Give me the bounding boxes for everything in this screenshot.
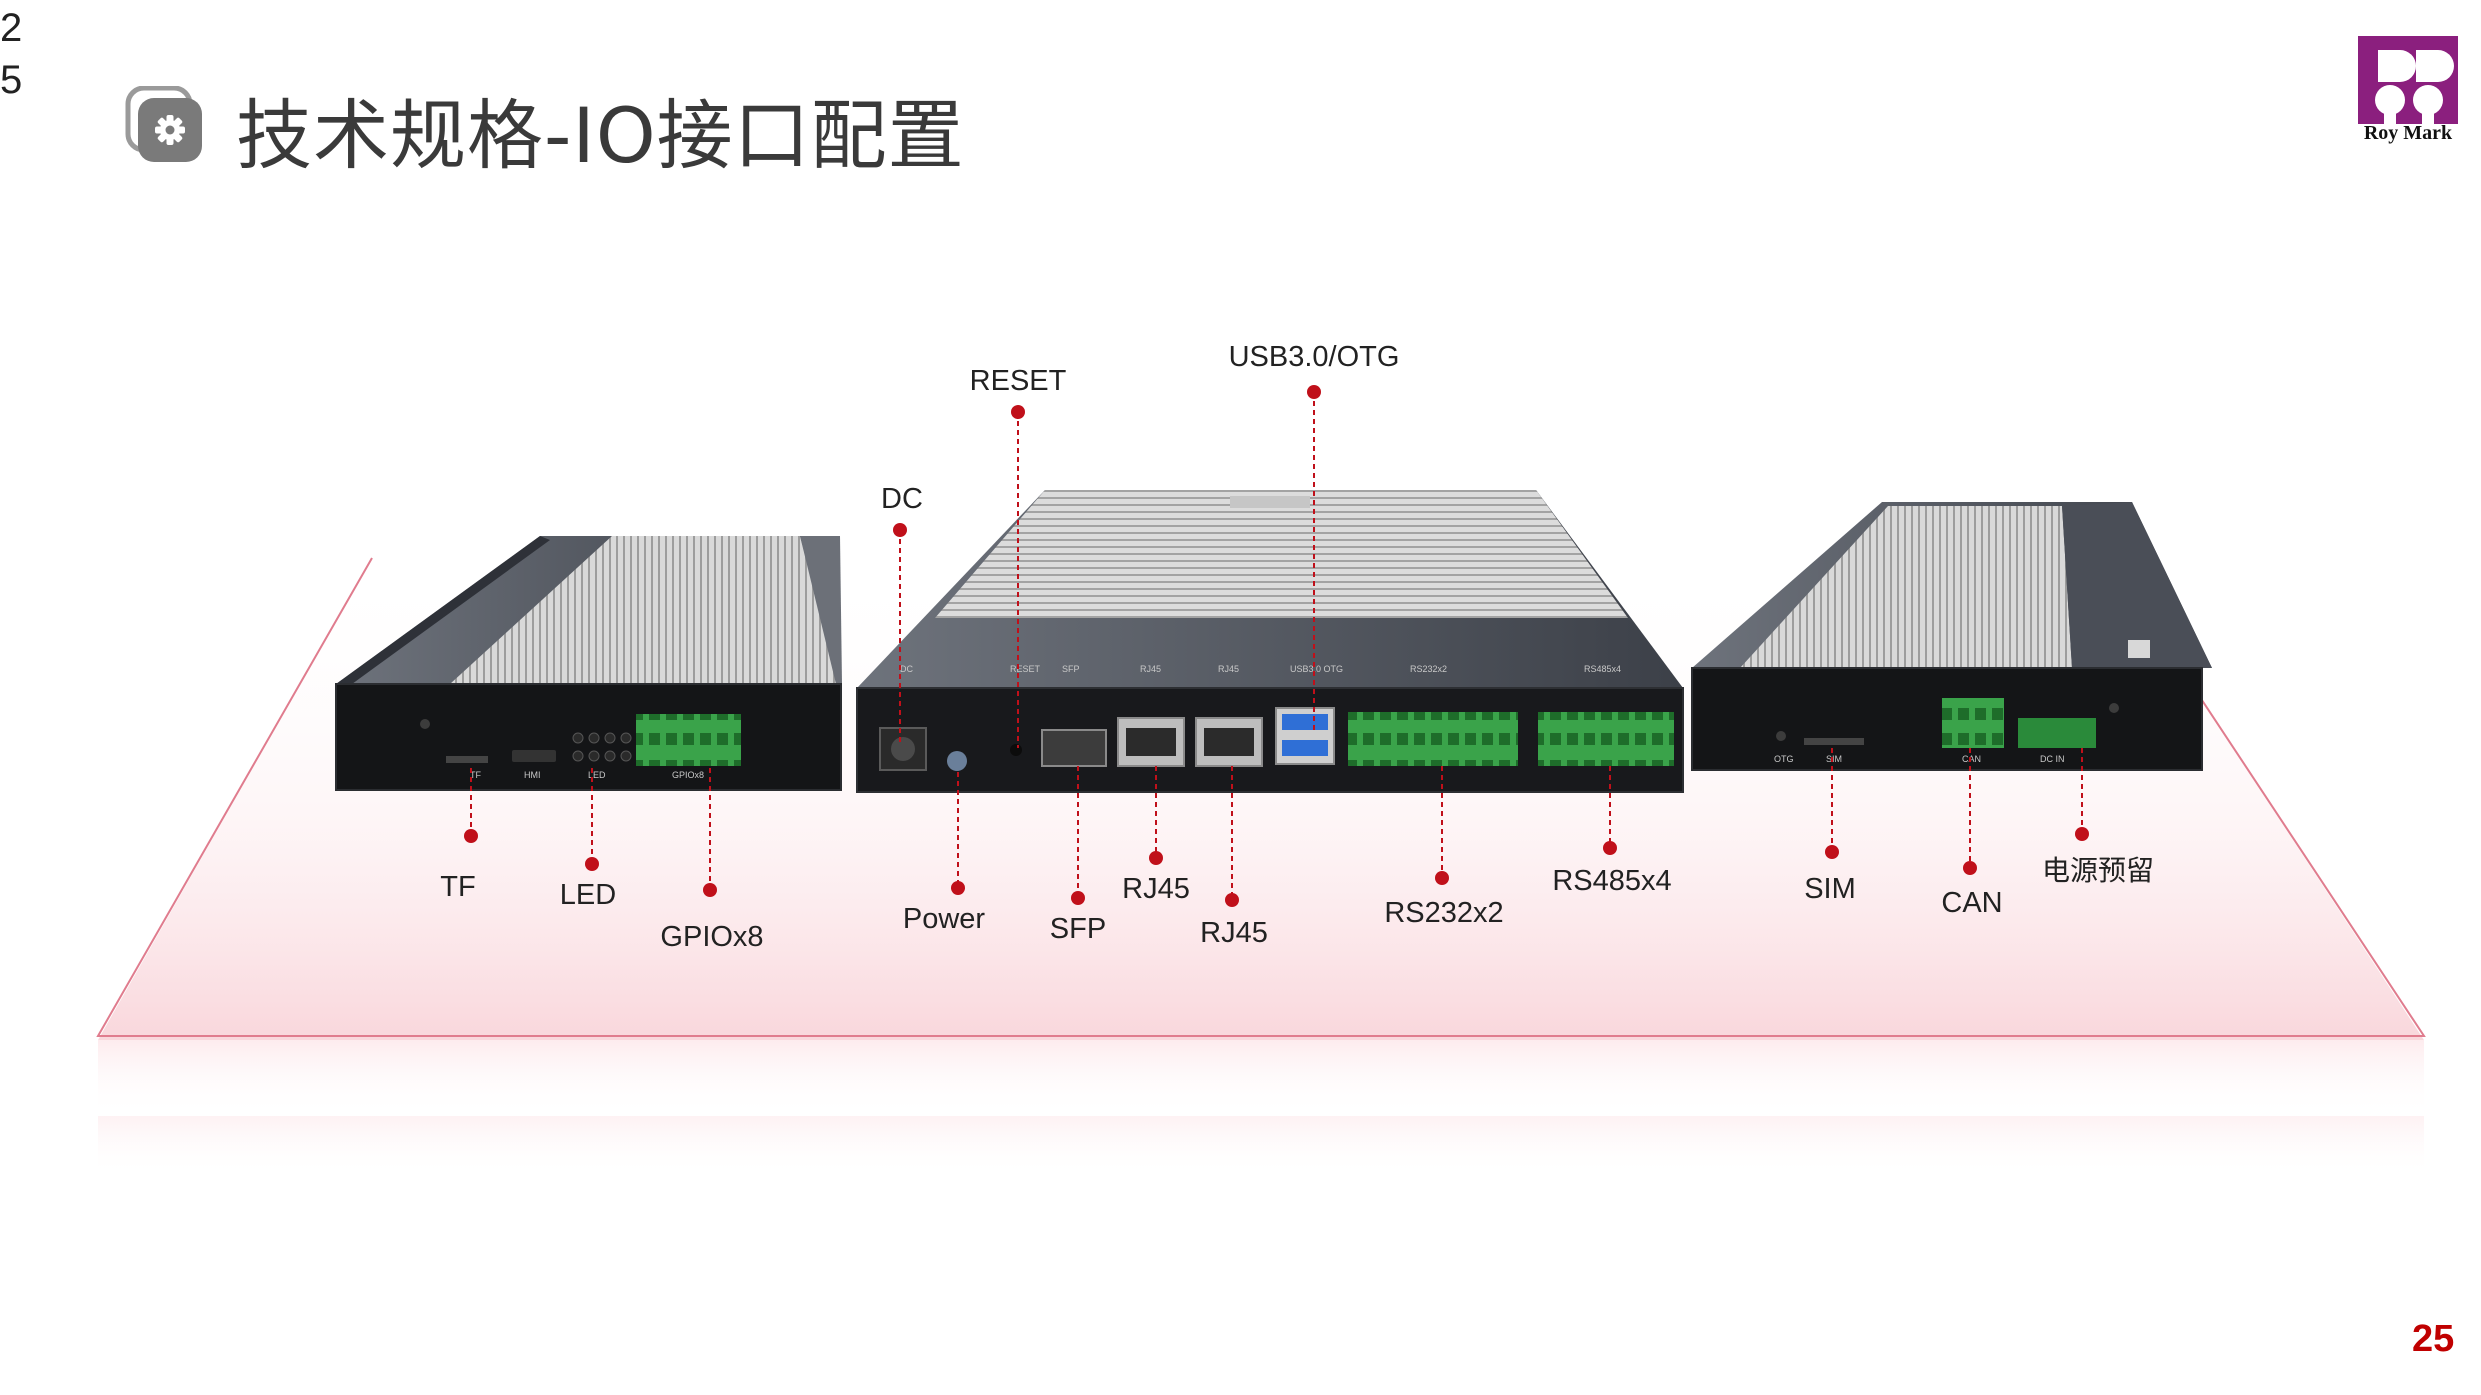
panel-label: RS485x4 (1584, 664, 1621, 674)
panel-label: GPIOx8 (672, 770, 704, 780)
panel-label: OTG (1774, 754, 1794, 764)
callout-tf: TF (440, 871, 475, 903)
logo-text: Roy Mark (2363, 122, 2453, 144)
callout-rs485: RS485x4 (1552, 865, 1671, 897)
corner-page-number: 2 5 (0, 2, 22, 106)
callout-led: LED (560, 879, 616, 911)
corner-digit: 2 (0, 6, 23, 50)
panel-label: SIM (1826, 754, 1842, 764)
left-device: TF HMI LED GPIOx8 (335, 536, 842, 791)
panel-label: RESET (1010, 664, 1041, 674)
panel-label: DC (900, 664, 913, 674)
page-title: 技术规格-IO接口配置 (236, 91, 965, 180)
panel-label: LED (588, 770, 606, 780)
callout-dc: DC (881, 483, 923, 515)
callout-sim: SIM (1804, 873, 1856, 905)
callout-rj45-2: RJ45 (1200, 917, 1268, 949)
panel-label: RS232x2 (1410, 664, 1447, 674)
panel-label: USB3.0 OTG (1290, 664, 1343, 674)
panel-label: DC IN (2040, 754, 2065, 764)
callout-power-reserved: 电源预留 (2042, 854, 2154, 887)
panel-label: SFP (1062, 664, 1080, 674)
right-device: OTG SIM CAN DC IN (1691, 502, 2212, 771)
callout-rs232: RS232x2 (1384, 897, 1503, 929)
panel-label: CAN (1962, 754, 1981, 764)
roymark-logo-icon (2358, 36, 2458, 124)
panel-label: RJ45 (1140, 664, 1161, 674)
callout-usb: USB3.0/OTG (1229, 341, 1400, 373)
callout-power: Power (903, 903, 986, 935)
callout-dots (464, 385, 2089, 907)
center-device: DC RESET SFP RJ45 RJ45 USB3.0 OTG RS232x… (856, 490, 1684, 793)
corner-digit: 5 (0, 58, 23, 102)
gear-icon (125, 86, 202, 162)
callout-leaders (470, 392, 2083, 900)
panel-label: TF (470, 770, 481, 780)
page-number: 25 (2412, 1318, 2455, 1360)
panel-label: HMI (524, 770, 541, 780)
callout-reset: RESET (970, 365, 1067, 397)
callout-gpio: GPIOx8 (660, 921, 763, 953)
panel-label: RJ45 (1218, 664, 1239, 674)
callout-sfp: SFP (1050, 913, 1106, 945)
callout-rj45-1: RJ45 (1122, 873, 1190, 905)
callout-can: CAN (1941, 887, 2002, 919)
